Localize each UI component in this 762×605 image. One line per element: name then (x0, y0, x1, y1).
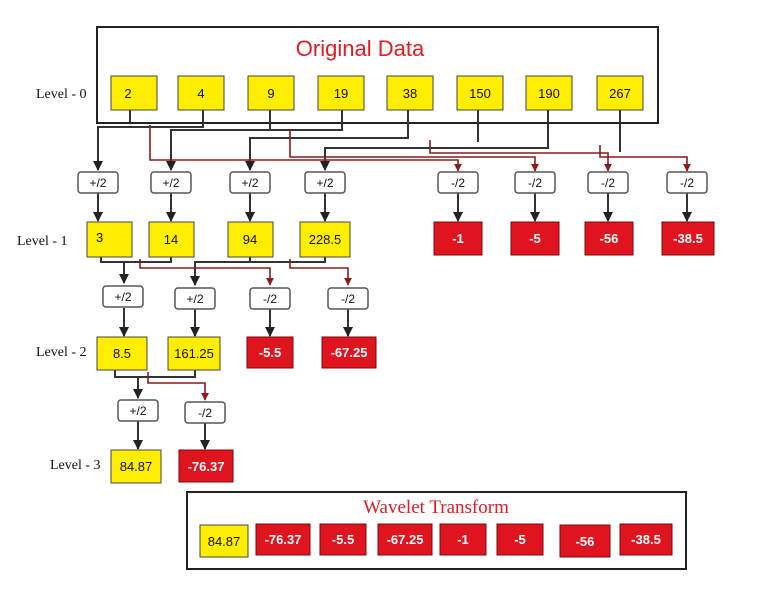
svg-text:-56: -56 (600, 231, 619, 246)
average-operator: +/2 (229, 171, 271, 194)
svg-text:+/2: +/2 (241, 176, 258, 190)
level1-average-box: 228.5 (299, 221, 351, 258)
svg-text:-/2: -/2 (528, 176, 542, 190)
original-value-box: 2 (110, 75, 158, 111)
difference-operator: -/2 (666, 171, 708, 194)
difference-operator: -/2 (184, 401, 226, 424)
svg-text:-/2: -/2 (341, 292, 355, 306)
level-1-label: Level - 1 (17, 234, 68, 249)
svg-text:14: 14 (164, 232, 178, 247)
svg-text:-38.5: -38.5 (631, 532, 661, 547)
svg-text:84.87: 84.87 (120, 459, 153, 474)
level2-detail-box: -67.25 (321, 336, 377, 369)
svg-text:161.25: 161.25 (174, 346, 214, 361)
difference-operator: -/2 (249, 287, 291, 310)
svg-text:4: 4 (197, 86, 204, 101)
svg-text:9: 9 (267, 86, 274, 101)
svg-text:-56: -56 (576, 534, 595, 549)
svg-text:19: 19 (334, 86, 348, 101)
original-value-box: 38 (386, 75, 434, 111)
svg-text:-67.25: -67.25 (387, 532, 424, 547)
svg-text:-5.5: -5.5 (332, 532, 354, 547)
difference-operator: -/2 (587, 171, 629, 194)
svg-text:-5: -5 (514, 532, 526, 547)
level1-average-box: 3 (86, 221, 133, 258)
average-operator: +/2 (150, 171, 192, 194)
wavelet-value-box: -67.25 (377, 523, 433, 556)
average-operator: +/2 (117, 399, 159, 422)
svg-text:267: 267 (609, 86, 631, 101)
level3-average-box: 84.87 (110, 449, 162, 484)
svg-text:-67.25: -67.25 (331, 345, 368, 360)
level2-detail-box: -5.5 (246, 336, 294, 369)
svg-text:+/2: +/2 (186, 292, 203, 306)
level1-detail-box: -56 (584, 221, 634, 256)
difference-operator: -/2 (437, 171, 479, 194)
original-value-box: 150 (456, 75, 504, 111)
svg-text:-/2: -/2 (451, 176, 465, 190)
svg-text:+/2: +/2 (89, 176, 106, 190)
wavelet-value-box: 84.87 (199, 524, 249, 558)
svg-text:+/2: +/2 (129, 404, 146, 418)
original-value-box: 4 (177, 75, 225, 111)
original-value-box: 9 (247, 75, 295, 111)
svg-text:-1: -1 (452, 231, 464, 246)
level1-average-box: 14 (148, 221, 195, 258)
svg-text:150: 150 (469, 86, 491, 101)
average-operator: +/2 (304, 171, 346, 194)
original-value-box: 19 (317, 75, 365, 111)
svg-text:-5: -5 (529, 231, 541, 246)
svg-text:+/2: +/2 (316, 176, 333, 190)
svg-text:-38.5: -38.5 (673, 231, 703, 246)
svg-text:-76.37: -76.37 (188, 459, 225, 474)
svg-text:+/2: +/2 (162, 176, 179, 190)
wavelet-transform-title: Wavelet Transform (363, 497, 509, 518)
level2-average-box: 8.5 (96, 336, 148, 371)
svg-text:-/2: -/2 (198, 406, 212, 420)
svg-text:-5.5: -5.5 (259, 345, 281, 360)
level1-detail-box: -1 (433, 221, 483, 256)
average-operator: +/2 (77, 171, 119, 194)
svg-text:8.5: 8.5 (113, 346, 131, 361)
level1-detail-box: -5 (510, 221, 560, 256)
level3-detail-box: -76.37 (178, 449, 234, 483)
original-value-box: 190 (525, 75, 573, 111)
svg-text:-/2: -/2 (680, 176, 694, 190)
svg-text:-1: -1 (457, 532, 469, 547)
wavelet-value-box: -38.5 (619, 523, 673, 556)
original-value-box: 267 (596, 75, 644, 111)
svg-text:3: 3 (96, 230, 103, 245)
level-3-label: Level - 3 (50, 458, 101, 473)
svg-text:+/2: +/2 (114, 290, 131, 304)
wavelet-value-box: -56 (559, 524, 611, 558)
level2-average-box: 161.25 (167, 336, 221, 371)
wavelet-value-box: -1 (439, 523, 487, 556)
svg-text:84.87: 84.87 (208, 534, 241, 549)
svg-text:228.5: 228.5 (309, 232, 342, 247)
svg-text:-/2: -/2 (601, 176, 615, 190)
wavelet-value-box: -5 (496, 523, 544, 556)
svg-text:190: 190 (538, 86, 560, 101)
wavelet-value-box: -76.37 (255, 523, 311, 556)
wavelet-value-box: -5.5 (319, 523, 367, 556)
level1-detail-box: -38.5 (661, 221, 715, 256)
svg-text:-/2: -/2 (263, 292, 277, 306)
svg-text:38: 38 (403, 86, 417, 101)
difference-operator: -/2 (514, 171, 556, 194)
level-2-label: Level - 2 (36, 345, 87, 360)
average-operator: +/2 (102, 285, 144, 308)
level1-average-box: 94 (227, 221, 274, 258)
svg-text:2: 2 (124, 86, 131, 101)
original-data-title: Original Data (296, 36, 425, 61)
level-0-label: Level - 0 (36, 87, 87, 102)
average-operator: +/2 (174, 287, 216, 310)
svg-text:-76.37: -76.37 (265, 532, 302, 547)
difference-operator: -/2 (327, 287, 369, 310)
svg-text:94: 94 (243, 232, 257, 247)
